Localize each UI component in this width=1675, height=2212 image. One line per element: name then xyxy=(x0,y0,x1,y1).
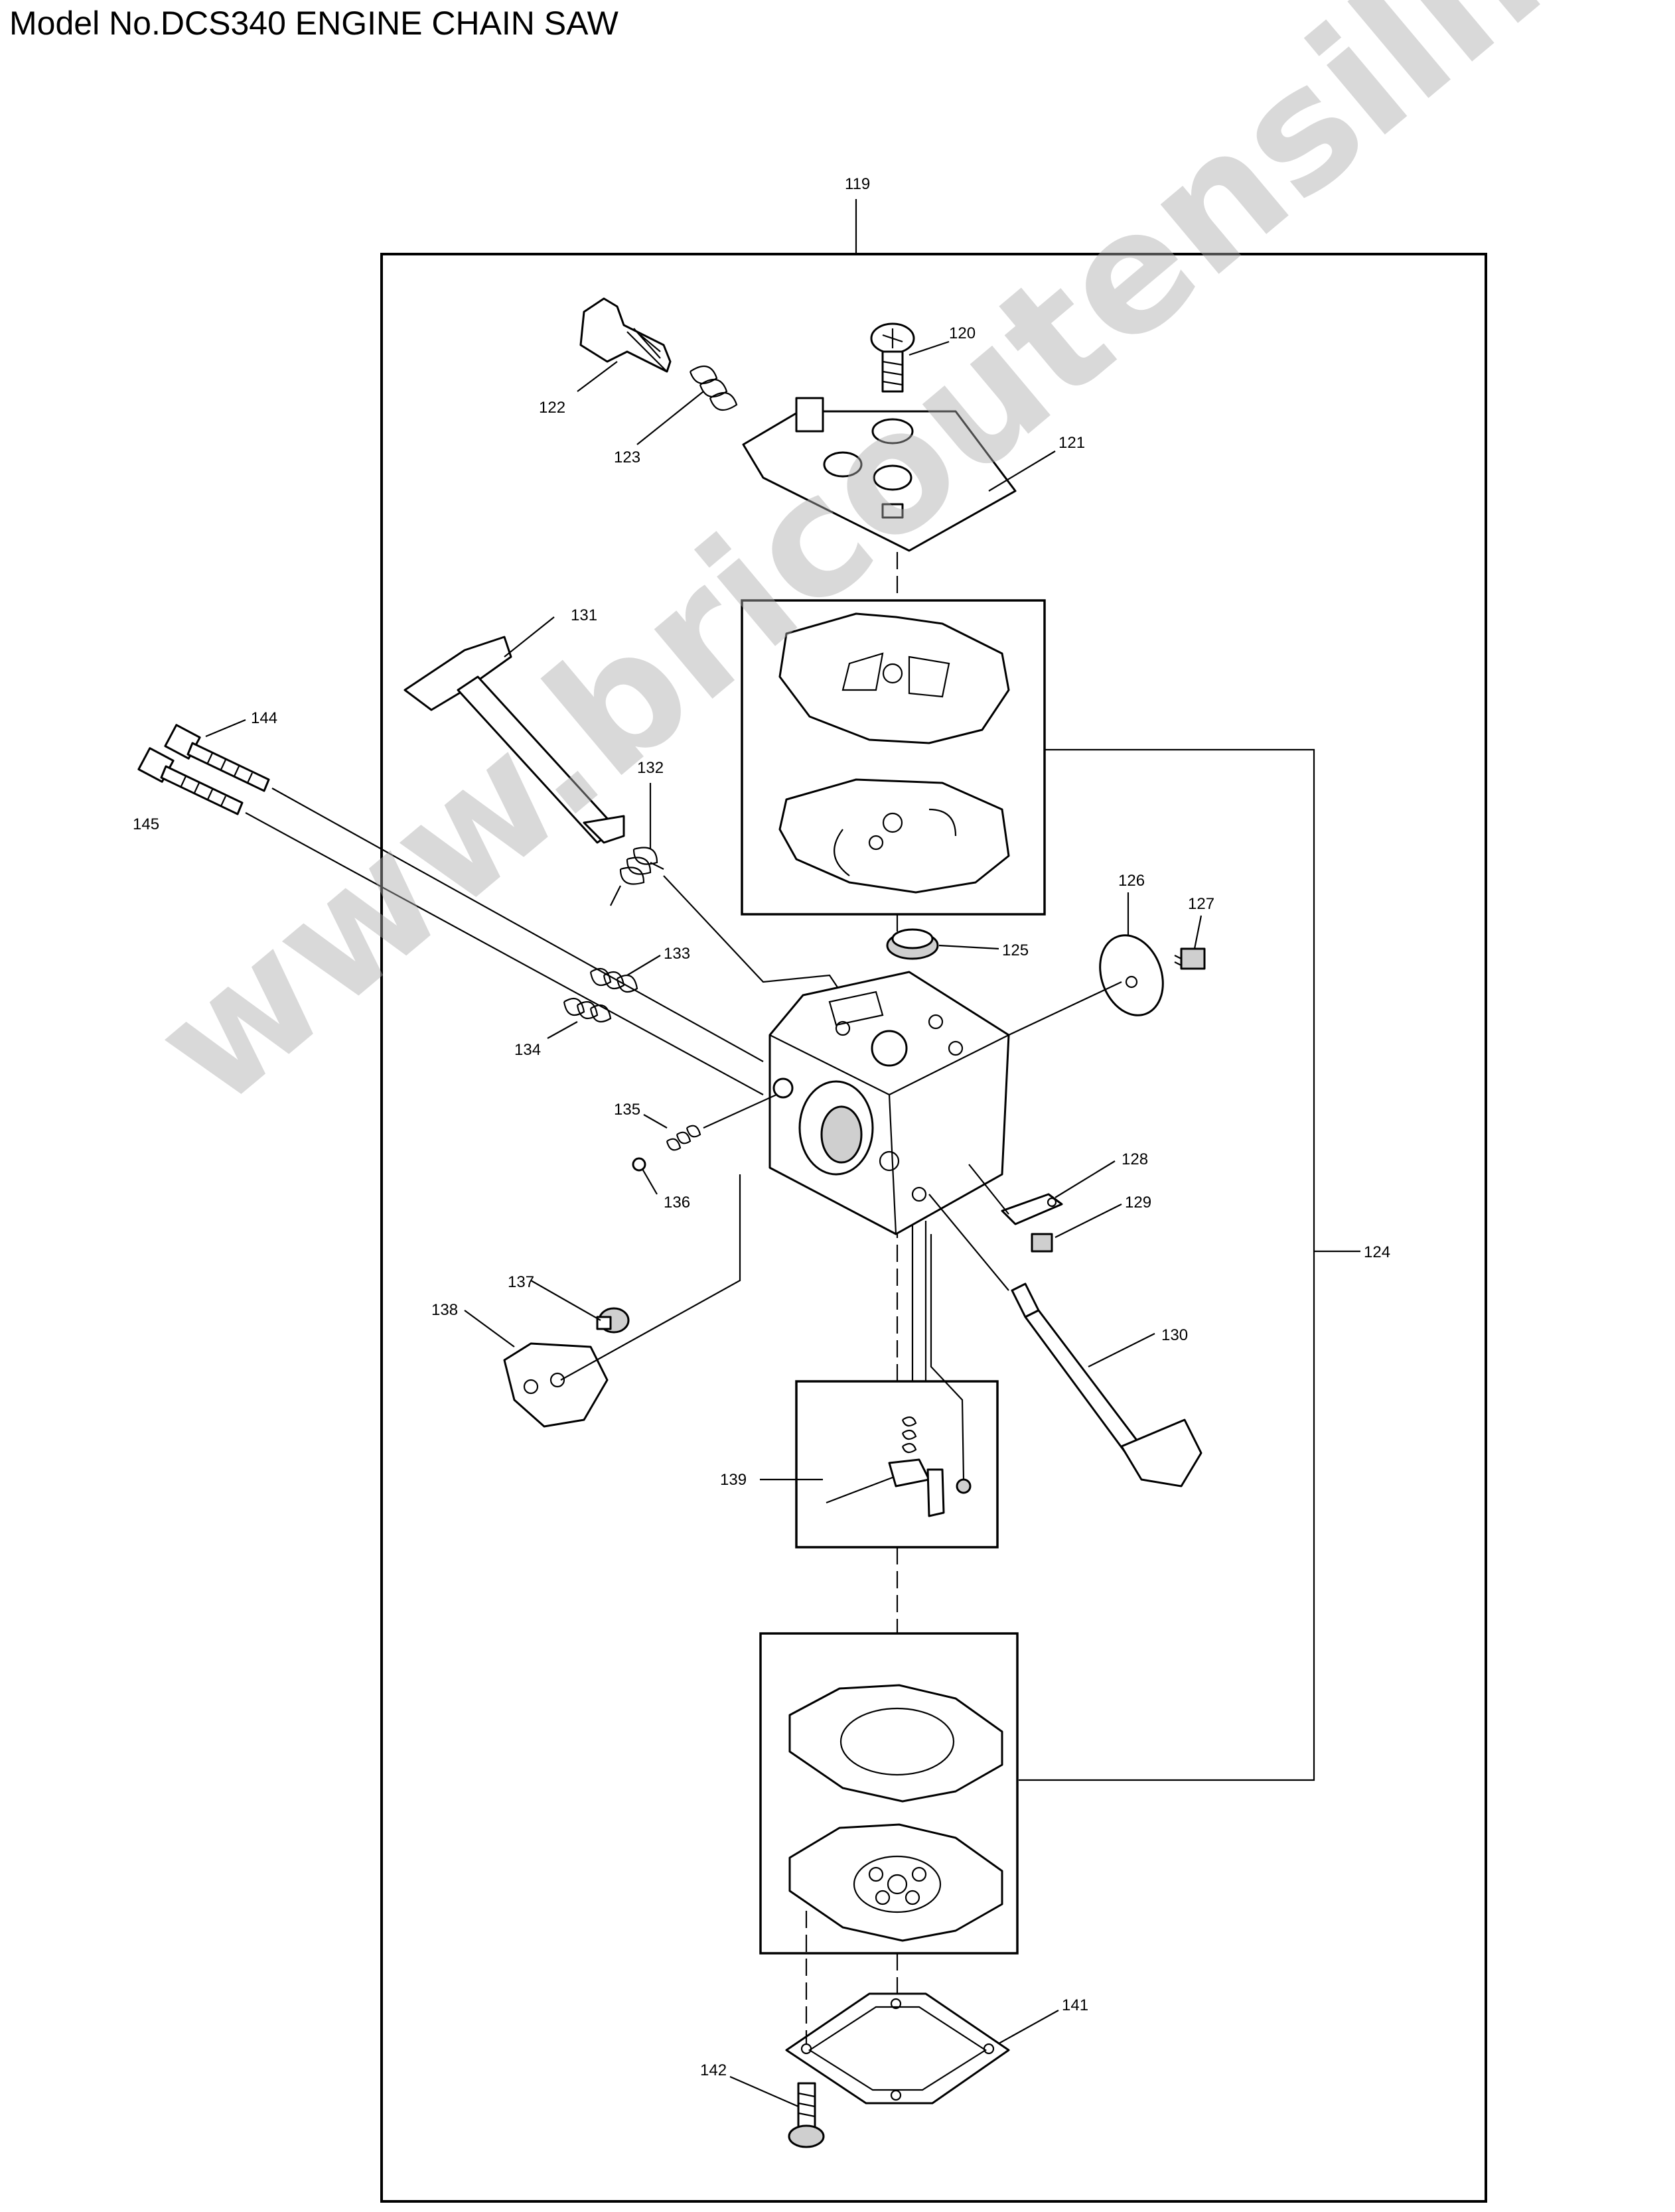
part-129-screw xyxy=(1031,1233,1053,1253)
label-134: 134 xyxy=(514,1041,541,1059)
label-128: 128 xyxy=(1122,1150,1148,1168)
upper-gasket-2 xyxy=(778,778,1010,894)
gasket-box-upper xyxy=(741,599,1046,916)
gasket-box-lower xyxy=(759,1632,1019,1955)
label-145: 145 xyxy=(133,815,159,833)
label-141: 141 xyxy=(1062,1996,1088,2014)
label-142: 142 xyxy=(700,2061,727,2079)
label-131: 131 xyxy=(571,606,597,624)
label-132: 132 xyxy=(637,759,664,777)
part-133-spring xyxy=(589,967,638,993)
part-labels: 119 120 121 122 123 124 125 126 127 128 … xyxy=(133,175,1390,2079)
part-132-spring xyxy=(610,847,664,906)
label-129: 129 xyxy=(1125,1194,1151,1211)
label-144: 144 xyxy=(251,709,277,727)
part-125-screen xyxy=(886,928,939,960)
label-135: 135 xyxy=(614,1101,640,1119)
label-137: 137 xyxy=(508,1273,534,1291)
upper-gasket-1 xyxy=(778,612,1010,744)
label-120: 120 xyxy=(949,324,976,342)
assembly-frame xyxy=(380,253,1487,2203)
part-121-bracket xyxy=(742,397,1017,552)
part-141-cover xyxy=(785,1992,1010,2105)
part-120-screw xyxy=(870,322,915,393)
part-137-screw xyxy=(596,1307,630,1334)
label-122: 122 xyxy=(539,399,565,417)
lower-gasket-2 xyxy=(788,1823,1003,1942)
leader-lines xyxy=(205,340,1202,2108)
label-130: 130 xyxy=(1161,1326,1188,1344)
carburetor-body xyxy=(768,971,1010,1235)
part-122-adjust-screw xyxy=(579,297,672,373)
label-123: 123 xyxy=(614,449,640,466)
part-128-lever xyxy=(1001,1193,1063,1225)
label-139: 139 xyxy=(720,1471,747,1489)
part-142-screw xyxy=(788,2082,825,2148)
label-136: 136 xyxy=(664,1194,690,1211)
part-123-spring xyxy=(689,365,738,411)
label-119: 119 xyxy=(845,175,870,193)
part-131-shaft xyxy=(403,636,625,844)
part-127-screw xyxy=(1174,947,1206,970)
part-139-needle-assembly xyxy=(826,1416,972,1517)
lower-gasket-1 xyxy=(788,1684,1003,1803)
part-144-screw xyxy=(164,724,270,792)
label-126: 126 xyxy=(1118,872,1145,890)
label-127: 127 xyxy=(1188,895,1214,913)
bracket-124 xyxy=(1019,748,1315,1781)
part-145-screw xyxy=(137,747,244,815)
part-136-ball xyxy=(632,1157,646,1172)
label-125: 125 xyxy=(1002,941,1029,959)
label-133: 133 xyxy=(664,945,690,963)
part-126-plate xyxy=(1099,934,1164,1016)
part-135-spring xyxy=(666,1125,701,1151)
part-134-spring xyxy=(563,997,612,1023)
label-138: 138 xyxy=(431,1301,458,1319)
part-130-shaft xyxy=(1011,1282,1202,1487)
label-121: 121 xyxy=(1058,434,1085,452)
part-138-diaphragm-plate xyxy=(503,1342,609,1428)
page-title: Model No.DCS340 ENGINE CHAIN SAW xyxy=(9,5,619,42)
label-124: 124 xyxy=(1364,1243,1390,1261)
